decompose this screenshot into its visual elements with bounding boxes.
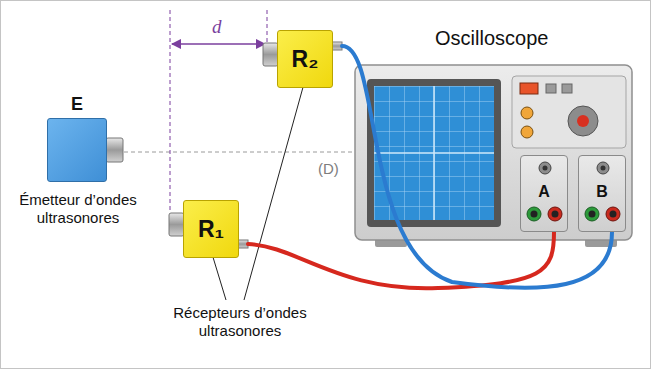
indicator bbox=[520, 83, 538, 94]
dimension-guide bbox=[267, 10, 268, 44]
dimension-guide bbox=[170, 10, 171, 212]
emitter-caption: Émetteur d’ondes ultrasonores bbox=[16, 191, 140, 227]
receiver-label: R₂ bbox=[292, 46, 319, 73]
button bbox=[546, 84, 556, 93]
cable bbox=[342, 46, 612, 288]
axis-line bbox=[124, 152, 354, 153]
channel-label: B bbox=[579, 183, 625, 201]
transducer bbox=[169, 213, 184, 236]
channel-panel: B bbox=[578, 155, 626, 232]
cable bbox=[248, 232, 554, 288]
axis-label: (D) bbox=[316, 160, 341, 177]
oscilloscope: OscilloscopeAB bbox=[355, 65, 632, 240]
callout-label: Récepteurs d’ondes ultrasonores bbox=[160, 304, 320, 340]
screen-frame bbox=[367, 79, 501, 227]
knob bbox=[568, 106, 598, 136]
knob bbox=[521, 107, 533, 119]
transducer bbox=[263, 43, 278, 66]
leader-line bbox=[244, 80, 305, 300]
emitter-label: E bbox=[48, 94, 106, 115]
channel-panel: A bbox=[520, 155, 568, 232]
knob bbox=[521, 126, 533, 138]
channel-label: A bbox=[521, 183, 567, 201]
device-title: Oscilloscope bbox=[435, 27, 548, 50]
transducer bbox=[106, 138, 123, 162]
receiver-box: R₂ bbox=[277, 30, 333, 88]
dimension-arrow bbox=[172, 43, 265, 45]
screen-axis bbox=[374, 152, 494, 154]
emitter-box: EÉmetteur d’ondes ultrasonores bbox=[47, 118, 107, 182]
receiver-label: R₁ bbox=[198, 216, 224, 243]
dimension-label: d bbox=[212, 16, 222, 38]
knob-center bbox=[577, 115, 589, 127]
receiver-box: R₁ bbox=[183, 200, 239, 258]
button bbox=[562, 84, 572, 93]
control-panel bbox=[512, 76, 626, 148]
